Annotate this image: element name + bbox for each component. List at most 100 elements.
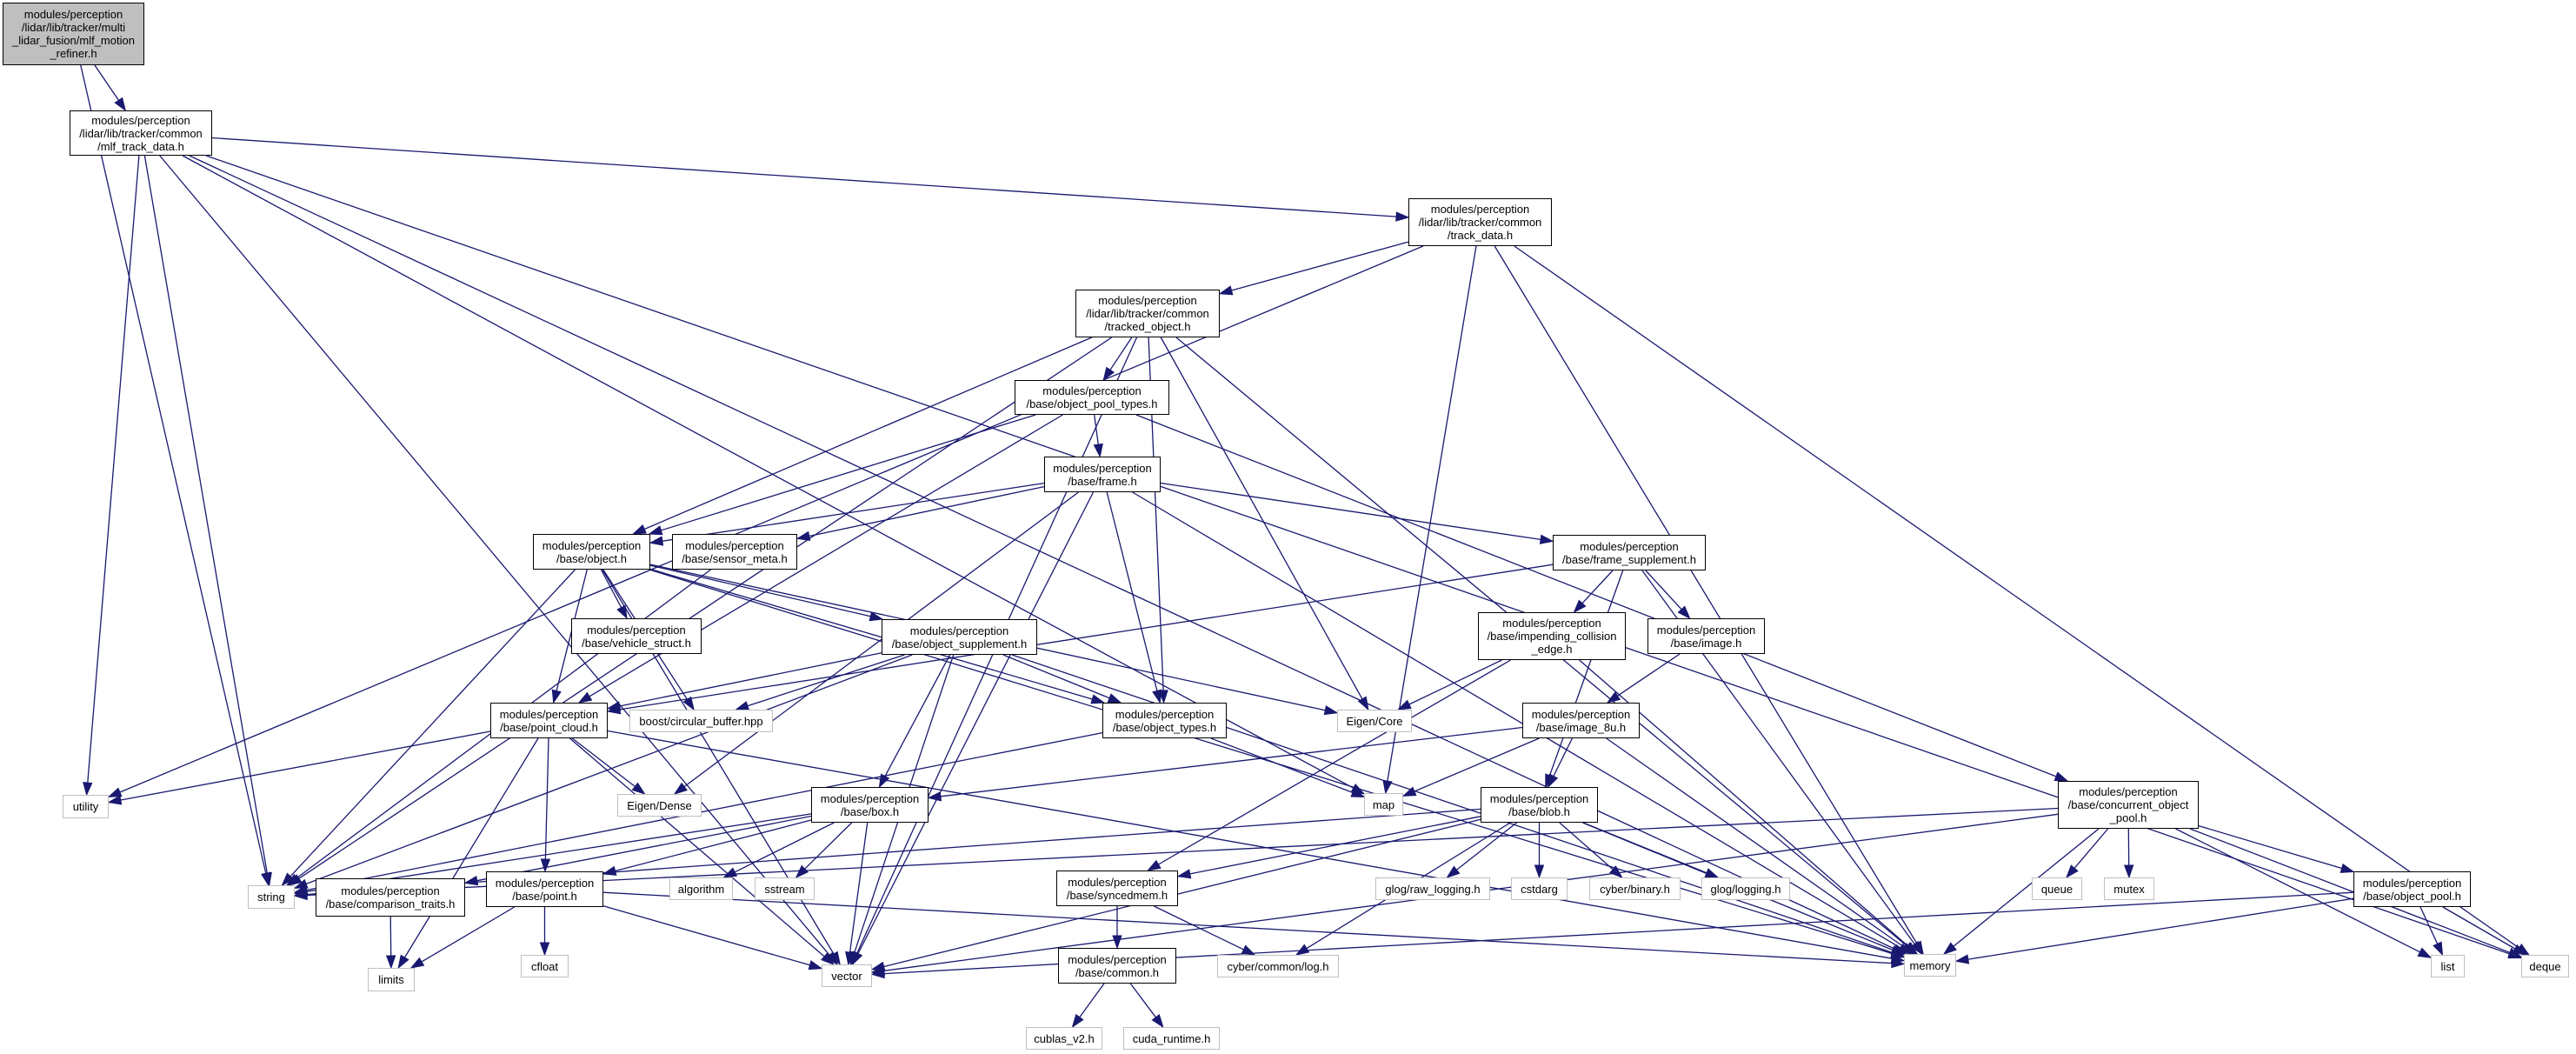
node-vehicle-struct[interactable]: modules/perception /base/vehicle_struct.… xyxy=(571,618,702,654)
arrowhead-icon xyxy=(1539,534,1554,544)
arrowhead-icon xyxy=(577,691,593,704)
arrowhead-icon xyxy=(1107,693,1122,704)
node-boost-circular-buffer[interactable]: boost/circular_buffer.hpp xyxy=(629,710,773,732)
edge-common-to-cuda_runtime xyxy=(1129,983,1156,1018)
arrowhead-icon xyxy=(539,942,550,957)
edge-frame-to-eigen_dense xyxy=(683,491,1079,788)
node-blob[interactable]: modules/perception /base/blob.h xyxy=(1481,787,1598,823)
node-point-cloud[interactable]: modules/perception /base/point_cloud.h xyxy=(490,703,608,738)
edge-point_cloud-to-utility xyxy=(120,730,491,801)
node-queue[interactable]: queue xyxy=(2032,877,2082,900)
node-algorithm[interactable]: algorithm xyxy=(669,877,733,900)
node-box[interactable]: modules/perception /base/box.h xyxy=(811,787,929,823)
node-object-types[interactable]: modules/perception /base/object_types.h xyxy=(1102,703,1227,738)
arrowhead-icon xyxy=(1942,942,1957,955)
arrowhead-icon xyxy=(1218,285,1234,296)
arrowhead-icon xyxy=(829,951,841,966)
arrowhead-icon xyxy=(927,791,942,802)
edge-frame_supplement-to-point_cloud xyxy=(619,564,1554,710)
edge-blob-to-glog_raw_logging xyxy=(1456,822,1517,871)
node-mlf-track-data[interactable]: modules/perception /lidar/lib/tracker/co… xyxy=(70,110,212,156)
node-glog-raw-logging[interactable]: glog/raw_logging.h xyxy=(1375,877,1490,900)
node-cfloat[interactable]: cfloat xyxy=(521,955,569,977)
arrowhead-icon xyxy=(1891,957,1906,969)
arrowhead-icon xyxy=(795,530,811,541)
edge-object-to-object_supplement xyxy=(649,564,871,617)
node-comparison-traits[interactable]: modules/perception /base/comparison_trai… xyxy=(316,878,465,917)
node-cyber-binary[interactable]: cyber/binary.h xyxy=(1589,877,1681,900)
edge-root-to-string xyxy=(80,64,267,874)
edge-object_types-to-map xyxy=(1210,737,1354,794)
node-mutex[interactable]: mutex xyxy=(2104,877,2154,900)
edge-frame-to-sensor_meta xyxy=(809,485,1045,537)
arrowhead-icon xyxy=(1954,954,1970,964)
edge-frame-to-memory xyxy=(1132,491,1901,949)
edge-object_supplement-to-object_types xyxy=(1002,654,1110,699)
node-image-8u[interactable]: modules/perception /base/image_8u.h xyxy=(1522,703,1640,738)
node-map[interactable]: map xyxy=(1364,793,1403,816)
node-cstdarg[interactable]: cstdarg xyxy=(1511,877,1568,900)
node-sstream[interactable]: sstream xyxy=(755,877,815,900)
node-frame-supplement[interactable]: modules/perception /base/frame_supplemen… xyxy=(1553,535,1706,570)
node-object[interactable]: modules/perception /base/object.h xyxy=(533,534,650,570)
node-track-data[interactable]: modules/perception /lidar/lib/tracker/co… xyxy=(1408,198,1552,246)
node-string[interactable]: string xyxy=(248,885,295,909)
node-concurrent-object-pool[interactable]: modules/perception /base/concurrent_obje… xyxy=(2058,781,2199,829)
node-vector[interactable]: vector xyxy=(822,964,872,987)
node-utility[interactable]: utility xyxy=(63,795,109,818)
node-object-supplement[interactable]: modules/perception /base/object_suppleme… xyxy=(882,619,1037,655)
edge-point_cloud-to-memory xyxy=(607,730,1893,959)
node-image[interactable]: modules/perception /base/image.h xyxy=(1647,618,1765,654)
node-frame[interactable]: modules/perception /base/frame.h xyxy=(1044,457,1161,492)
arrowhead-icon xyxy=(1900,943,1915,955)
arrowhead-icon xyxy=(1573,599,1587,614)
node-tracked-object[interactable]: modules/perception /lidar/lib/tracker/co… xyxy=(1075,290,1220,337)
node-list[interactable]: list xyxy=(2431,955,2465,977)
node-cuda-runtime[interactable]: cuda_runtime.h xyxy=(1123,1027,1220,1050)
edge-concurrent_object_pool-to-queue xyxy=(2073,828,2109,869)
edge-box-to-vector xyxy=(849,822,869,953)
edge-object_supplement-to-box xyxy=(884,654,951,777)
arrowhead-icon xyxy=(1357,696,1369,711)
edge-track_data-to-map xyxy=(1387,245,1477,782)
edge-frame-to-object_types xyxy=(1106,491,1158,691)
node-sensor-meta[interactable]: modules/perception /base/sensor_meta.h xyxy=(672,534,797,570)
arrowhead-icon xyxy=(602,865,617,876)
node-cublas-v2[interactable]: cublas_v2.h xyxy=(1026,1027,1102,1050)
arrowhead-icon xyxy=(262,871,272,887)
node-root[interactable]: modules/perception /lidar/lib/tracker/mu… xyxy=(3,3,144,65)
arrowhead-icon xyxy=(2433,941,2444,957)
node-eigen-core[interactable]: Eigen/Core xyxy=(1337,710,1412,732)
node-deque[interactable]: deque xyxy=(2521,955,2569,977)
node-syncedmem[interactable]: modules/perception /base/syncedmem.h xyxy=(1056,871,1178,906)
edge-frame-to-vector xyxy=(857,491,1095,954)
edge-concurrent_object_pool-to-list xyxy=(2175,828,2420,953)
arrowhead-icon xyxy=(616,604,628,620)
edge-blob-to-cyber_binary xyxy=(1559,822,1614,871)
edge-comparison_traits-to-limits xyxy=(389,916,392,957)
arrowhead-icon xyxy=(821,952,835,965)
node-impending-collision-edge[interactable]: modules/perception /base/impending_colli… xyxy=(1478,612,1626,660)
edge-box-to-point xyxy=(615,819,812,872)
edge-image_8u-to-blob xyxy=(1553,737,1573,777)
node-object-pool[interactable]: modules/perception /base/object_pool.h xyxy=(2353,871,2471,907)
edge-mlf_track_data-to-string xyxy=(143,155,268,874)
arrowhead-icon xyxy=(1609,865,1623,878)
node-glog-logging[interactable]: glog/logging.h xyxy=(1701,877,1790,900)
edge-object_pool_types-to-concurrent_object_pool xyxy=(1135,414,2057,777)
node-eigen-dense[interactable]: Eigen/Dense xyxy=(617,794,702,817)
arrowhead-icon xyxy=(2340,863,2355,873)
node-memory[interactable]: memory xyxy=(1904,954,1956,977)
arrowhead-icon xyxy=(409,957,425,969)
arrowhead-icon xyxy=(1071,1013,1084,1029)
node-cyber-common-log[interactable]: cyber/common/log.h xyxy=(1217,955,1339,977)
edge-frame_supplement-to-impending_collision_edge xyxy=(1581,570,1614,604)
node-object-pool-types[interactable]: modules/perception /base/object_pool_typ… xyxy=(1015,380,1169,415)
node-limits[interactable]: limits xyxy=(368,968,415,991)
arrowhead-icon xyxy=(2066,864,2079,879)
node-common[interactable]: modules/perception /base/common.h xyxy=(1058,948,1176,984)
edge-box-to-comparison_traits xyxy=(476,815,812,882)
node-point[interactable]: modules/perception /base/point.h xyxy=(486,871,603,907)
